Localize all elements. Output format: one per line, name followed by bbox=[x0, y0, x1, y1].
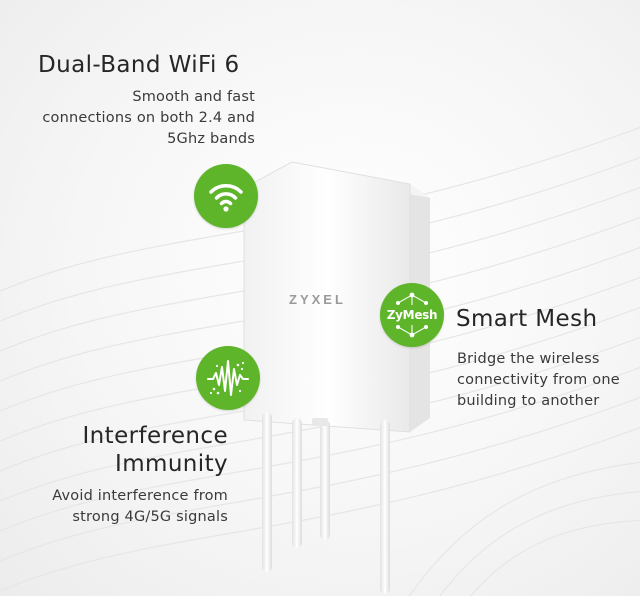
interference-feature-title: Interference Immunity bbox=[0, 422, 228, 478]
description-line: connections on both 2.4 and bbox=[42, 110, 255, 126]
mesh-feature-description: Bridge the wireless connectivity from on… bbox=[457, 349, 637, 412]
device-brand-logo: ZYXEL bbox=[289, 292, 346, 307]
interference-feature-description: Avoid interference from strong 4G/5G sig… bbox=[0, 486, 228, 528]
description-line: Bridge the wireless bbox=[457, 351, 600, 367]
description-line: Avoid interference from bbox=[52, 488, 228, 504]
description-line: building to another bbox=[457, 393, 600, 409]
description-line: Smooth and fast bbox=[132, 89, 255, 105]
zymesh-label: ZyMesh bbox=[386, 308, 438, 322]
mesh-network-icon: ZyMesh bbox=[380, 283, 444, 347]
mesh-feature-title: Smart Mesh bbox=[456, 306, 598, 332]
title-line: Immunity bbox=[115, 451, 228, 477]
wifi-feature-title: Dual-Band WiFi 6 bbox=[38, 52, 240, 78]
wifi-feature-description: Smooth and fast connections on both 2.4 … bbox=[0, 87, 255, 150]
waveform-icon bbox=[196, 346, 260, 410]
title-line: Interference bbox=[82, 423, 228, 449]
access-point-device bbox=[243, 161, 430, 594]
description-line: connectivity from one bbox=[457, 372, 620, 388]
description-line: 5Ghz bands bbox=[167, 131, 255, 147]
description-line: strong 4G/5G signals bbox=[72, 509, 228, 525]
wifi-icon bbox=[194, 164, 258, 228]
